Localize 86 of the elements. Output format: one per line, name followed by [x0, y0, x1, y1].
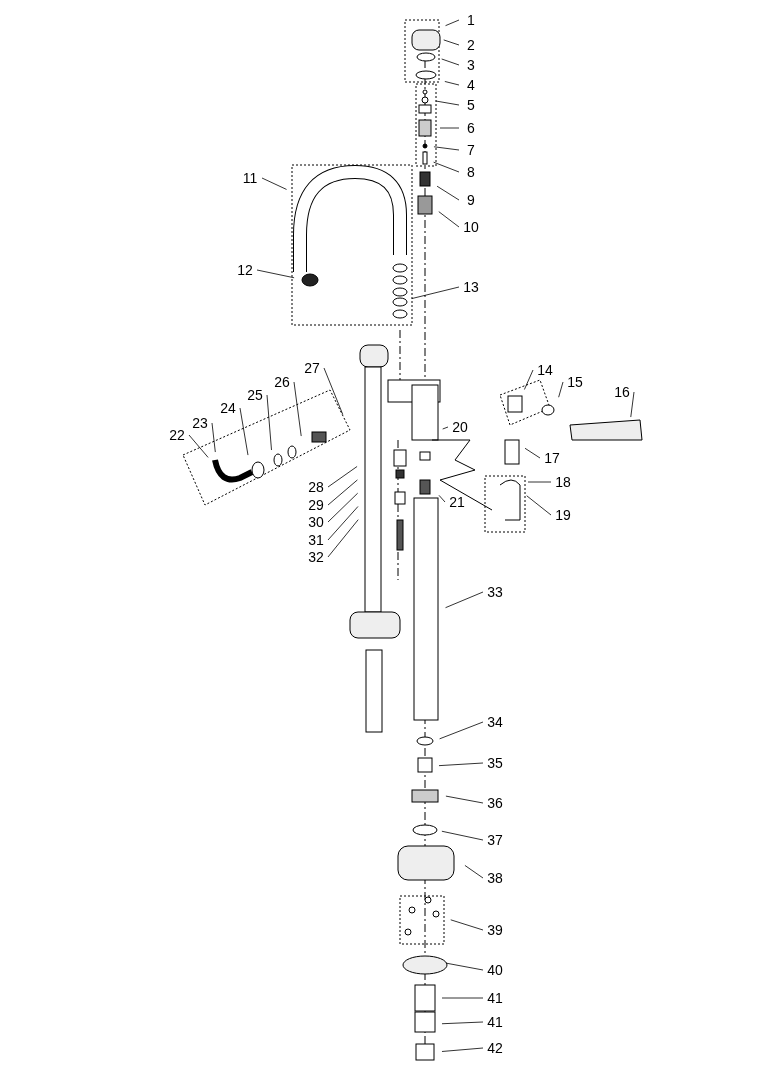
leader-line — [439, 721, 484, 740]
leader-line — [445, 795, 484, 804]
callout-number: 9 — [459, 191, 483, 209]
leader-line — [239, 407, 249, 456]
callout-number: 37 — [483, 831, 507, 849]
leader-line — [327, 492, 359, 523]
leader-line — [445, 591, 484, 609]
leader-line — [266, 394, 272, 451]
callout-number: 23 — [188, 414, 212, 432]
leader-line — [327, 466, 358, 488]
callout-number: 29 — [304, 496, 328, 514]
callout-number: 27 — [300, 359, 324, 377]
leader-line — [438, 211, 460, 228]
callout-number: 20 — [448, 418, 472, 436]
callout-number: 25 — [243, 386, 267, 404]
callout-number: 24 — [216, 399, 240, 417]
leader-line — [630, 391, 635, 418]
callout-number: 18 — [551, 473, 575, 491]
leader-line — [439, 127, 460, 129]
leader-line — [438, 494, 446, 503]
leader-line — [293, 381, 302, 437]
leader-line — [327, 519, 359, 558]
leader-line — [464, 865, 484, 879]
callout-number: 33 — [483, 583, 507, 601]
leader-line — [442, 426, 449, 430]
leader-line — [433, 146, 460, 151]
leader-line — [441, 997, 484, 999]
callout-number: 40 — [483, 961, 507, 979]
leader-line — [256, 269, 295, 279]
leader-line — [558, 381, 564, 398]
callout-number: 10 — [459, 218, 483, 236]
callout-number: 17 — [540, 449, 564, 467]
callout-number: 4 — [459, 76, 483, 94]
callout-number: 42 — [483, 1039, 507, 1057]
callout-number: 36 — [483, 794, 507, 812]
callout-number: 32 — [304, 548, 328, 566]
leader-line — [411, 286, 460, 299]
callout-number: 3 — [459, 56, 483, 74]
leader-line — [433, 161, 460, 173]
leader-line — [445, 19, 460, 27]
leader-line — [438, 762, 484, 767]
leader-line — [188, 434, 209, 458]
leader-line — [527, 481, 552, 483]
callout-number: 1 — [459, 11, 483, 29]
leader-line — [327, 506, 359, 541]
callout-number: 15 — [563, 373, 587, 391]
leader-line — [524, 369, 534, 390]
callout-number: 41 — [483, 989, 507, 1007]
callout-number: 16 — [610, 383, 634, 401]
callout-number: 2 — [459, 36, 483, 54]
callout-number: 12 — [233, 261, 257, 279]
callout-number: 41 — [483, 1013, 507, 1031]
callout-number: 13 — [459, 278, 483, 296]
callout-number: 28 — [304, 478, 328, 496]
leader-line — [524, 447, 541, 459]
callout-number: 30 — [304, 513, 328, 531]
callout-number: 11 — [238, 169, 262, 187]
leader-line — [445, 962, 484, 971]
callout-number: 22 — [165, 426, 189, 444]
callout-number: 6 — [459, 119, 483, 137]
callout-number: 8 — [459, 163, 483, 181]
leader-line — [450, 919, 484, 931]
callout-number: 26 — [270, 373, 294, 391]
callout-number: 7 — [459, 141, 483, 159]
leader-line — [211, 422, 216, 453]
callout-number: 14 — [533, 361, 557, 379]
leader-line — [436, 185, 460, 201]
leader-line — [444, 81, 460, 86]
callout-number: 38 — [483, 869, 507, 887]
callout-number: 34 — [483, 713, 507, 731]
callout-number: 39 — [483, 921, 507, 939]
callout-number: 31 — [304, 531, 328, 549]
leader-line — [441, 58, 460, 66]
leader-line — [441, 1021, 484, 1025]
callout-number: 19 — [551, 506, 575, 524]
leader-line — [441, 1047, 484, 1052]
callout-number: 21 — [445, 493, 469, 511]
leader-line — [435, 100, 460, 106]
leader-line — [261, 177, 287, 190]
leader-line — [323, 367, 344, 415]
leader-line — [443, 39, 460, 46]
leader-line — [441, 830, 484, 841]
callout-number: 35 — [483, 754, 507, 772]
leader-line — [327, 479, 358, 506]
leader-line — [526, 495, 552, 516]
callout-number: 5 — [459, 96, 483, 114]
